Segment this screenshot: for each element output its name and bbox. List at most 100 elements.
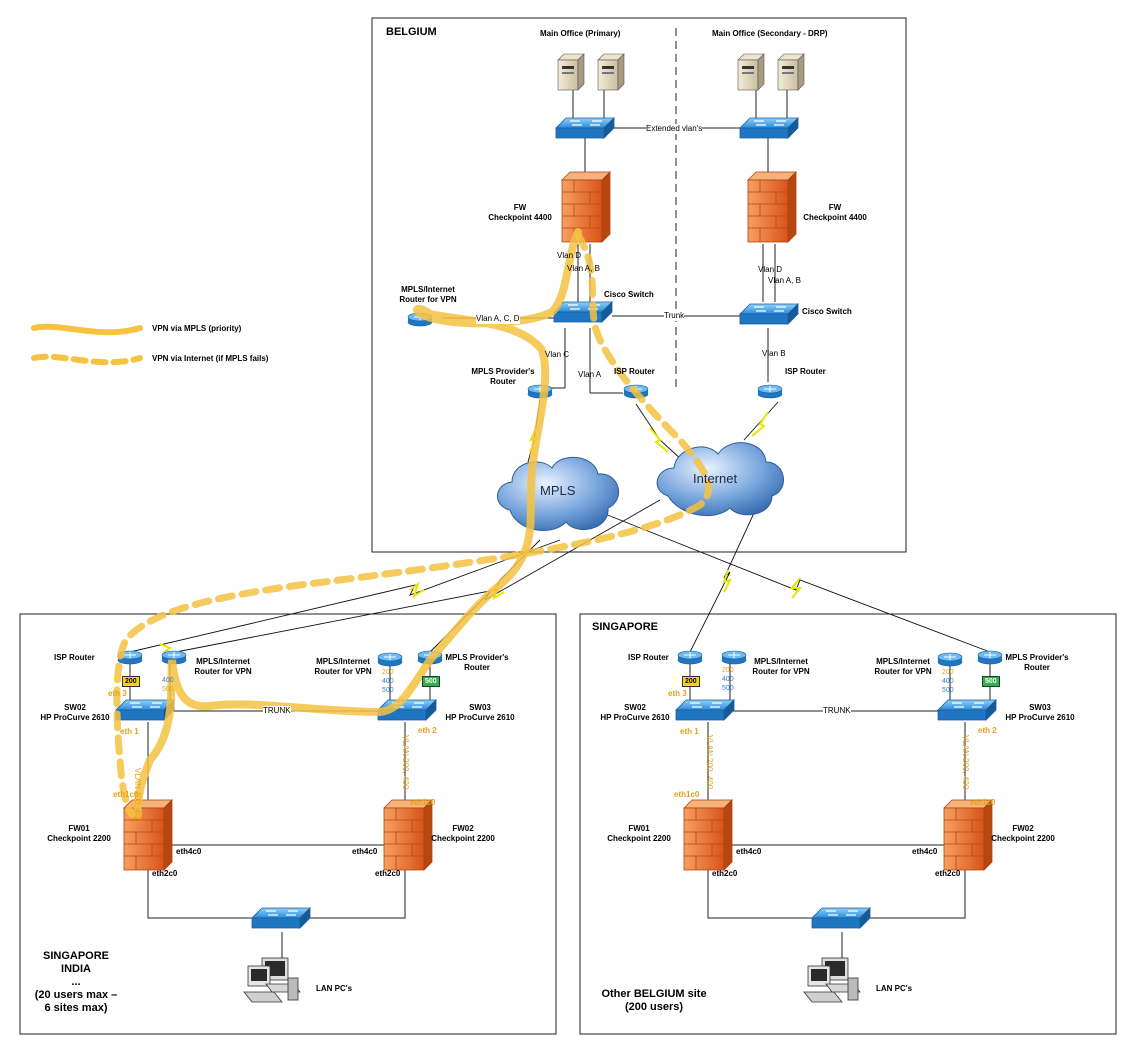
vlan-right-label: VLAN 200, 400 (961, 735, 970, 790)
isp-router-left-label: ISP Router (614, 367, 655, 376)
vlan-b-label: Vlan B (762, 349, 786, 358)
eth1-label: eth 1 (120, 727, 139, 736)
pc-icon (803, 957, 861, 1003)
singapore-site-box (579, 613, 1117, 1035)
eth2c0-left-label: eth2c0 (152, 869, 178, 878)
switch-icon (739, 117, 799, 139)
eth4c0-left-label: eth4c0 (736, 847, 762, 856)
eth3-label: eth 3 (668, 689, 687, 698)
router-icon (757, 384, 783, 399)
eth4c0-left-label: eth4c0 (176, 847, 202, 856)
server-icon (597, 53, 625, 91)
belgium-links (442, 90, 788, 394)
vlan-acd-label: Vlan A, C, D (476, 314, 520, 324)
legend-internet-line (31, 353, 143, 366)
belgium-title: BELGIUM (386, 26, 437, 38)
primary-office-label: Main Office (Primary) (540, 29, 621, 38)
trunk-label: TRUNK (263, 706, 291, 716)
switch-icon (811, 907, 871, 929)
vlan-a-label: Vlan A (578, 370, 602, 379)
mpls-cloud-label: MPLS (540, 483, 576, 498)
eth1c0-left-label: eth1c0 (113, 790, 139, 799)
vpn-internet-path (113, 231, 713, 819)
router-icon (377, 652, 403, 667)
router-icon (937, 652, 963, 667)
vlan-tag-500: 500 (982, 676, 1000, 687)
isp-router-right-label: ISP Router (785, 367, 826, 376)
vlan-tag-500: 500 (422, 676, 440, 687)
singapore-title: SINGAPORE (592, 621, 659, 633)
vlan-d-left: Vlan D (557, 251, 582, 260)
router-icon (677, 650, 703, 665)
eth2c0-right-label: eth2c0 (375, 869, 401, 878)
switch-icon (675, 699, 735, 721)
legend-mpls-label: VPN via MPLS (priority) (152, 324, 242, 333)
trunk-label: Trunk (664, 311, 685, 321)
vlan-ab-left: Vlan A, B (567, 264, 600, 273)
router-icon (977, 650, 1003, 665)
vlan-c-label: Vlan C (545, 350, 570, 359)
vlan-ab-right: Vlan A, B (768, 276, 801, 285)
switch-icon (555, 117, 615, 139)
vlan-tag-200: 200 (122, 676, 140, 687)
isp-router-label: ISP Router (54, 653, 95, 662)
vlan-tag-200: 200 (682, 676, 700, 687)
eth2c0-right-label: eth2c0 (935, 869, 961, 878)
eth4c0-right-label: eth4c0 (912, 847, 938, 856)
eth2c0-left-label: eth2c0 (712, 869, 738, 878)
firewall-icon (683, 799, 733, 871)
firewall-icon (747, 171, 797, 243)
internet-cloud (656, 442, 784, 517)
cisco-switch-left-label: Cisco Switch (604, 290, 654, 299)
trunk-label: TRUNK (823, 706, 851, 716)
eth3-label: eth 3 (108, 689, 127, 698)
isp-router-label: ISP Router (628, 653, 669, 662)
eth2-label: eth 2 (978, 726, 997, 735)
vlan-d-right: Vlan D (758, 265, 783, 274)
server-icon (557, 53, 585, 91)
switch-icon (553, 301, 613, 323)
left-site-box (19, 613, 557, 1035)
server-icon (737, 53, 765, 91)
switch-icon (251, 907, 311, 929)
vpn-mpls-path (133, 228, 582, 819)
firewall-icon (561, 171, 611, 243)
site-note: Other BELGIUM site(200 users) (601, 988, 707, 1013)
belgium-site-box (371, 17, 907, 553)
legend-internet-label: VPN via Internet (if MPLS fails) (152, 354, 269, 363)
firewall-icon (943, 799, 993, 871)
eth4c0-right-label: eth4c0 (352, 847, 378, 856)
extended-vlans-label: Extended vlan's (646, 124, 703, 134)
vlan-left-label: VLAN 200, 400 (705, 735, 714, 790)
lan-pcs-label: LAN PC's (316, 984, 353, 993)
secondary-office-label: Main Office (Secondary - DRP) (712, 29, 828, 38)
eth1c0-left-label: eth1c0 (674, 790, 700, 799)
eth1c0-right-label: eth1c0 (970, 798, 996, 807)
internet-cloud-label: Internet (693, 471, 738, 486)
lan-pcs-label: LAN PC's (876, 984, 913, 993)
router-icon (721, 650, 747, 665)
legend-mpls-line (31, 323, 143, 336)
